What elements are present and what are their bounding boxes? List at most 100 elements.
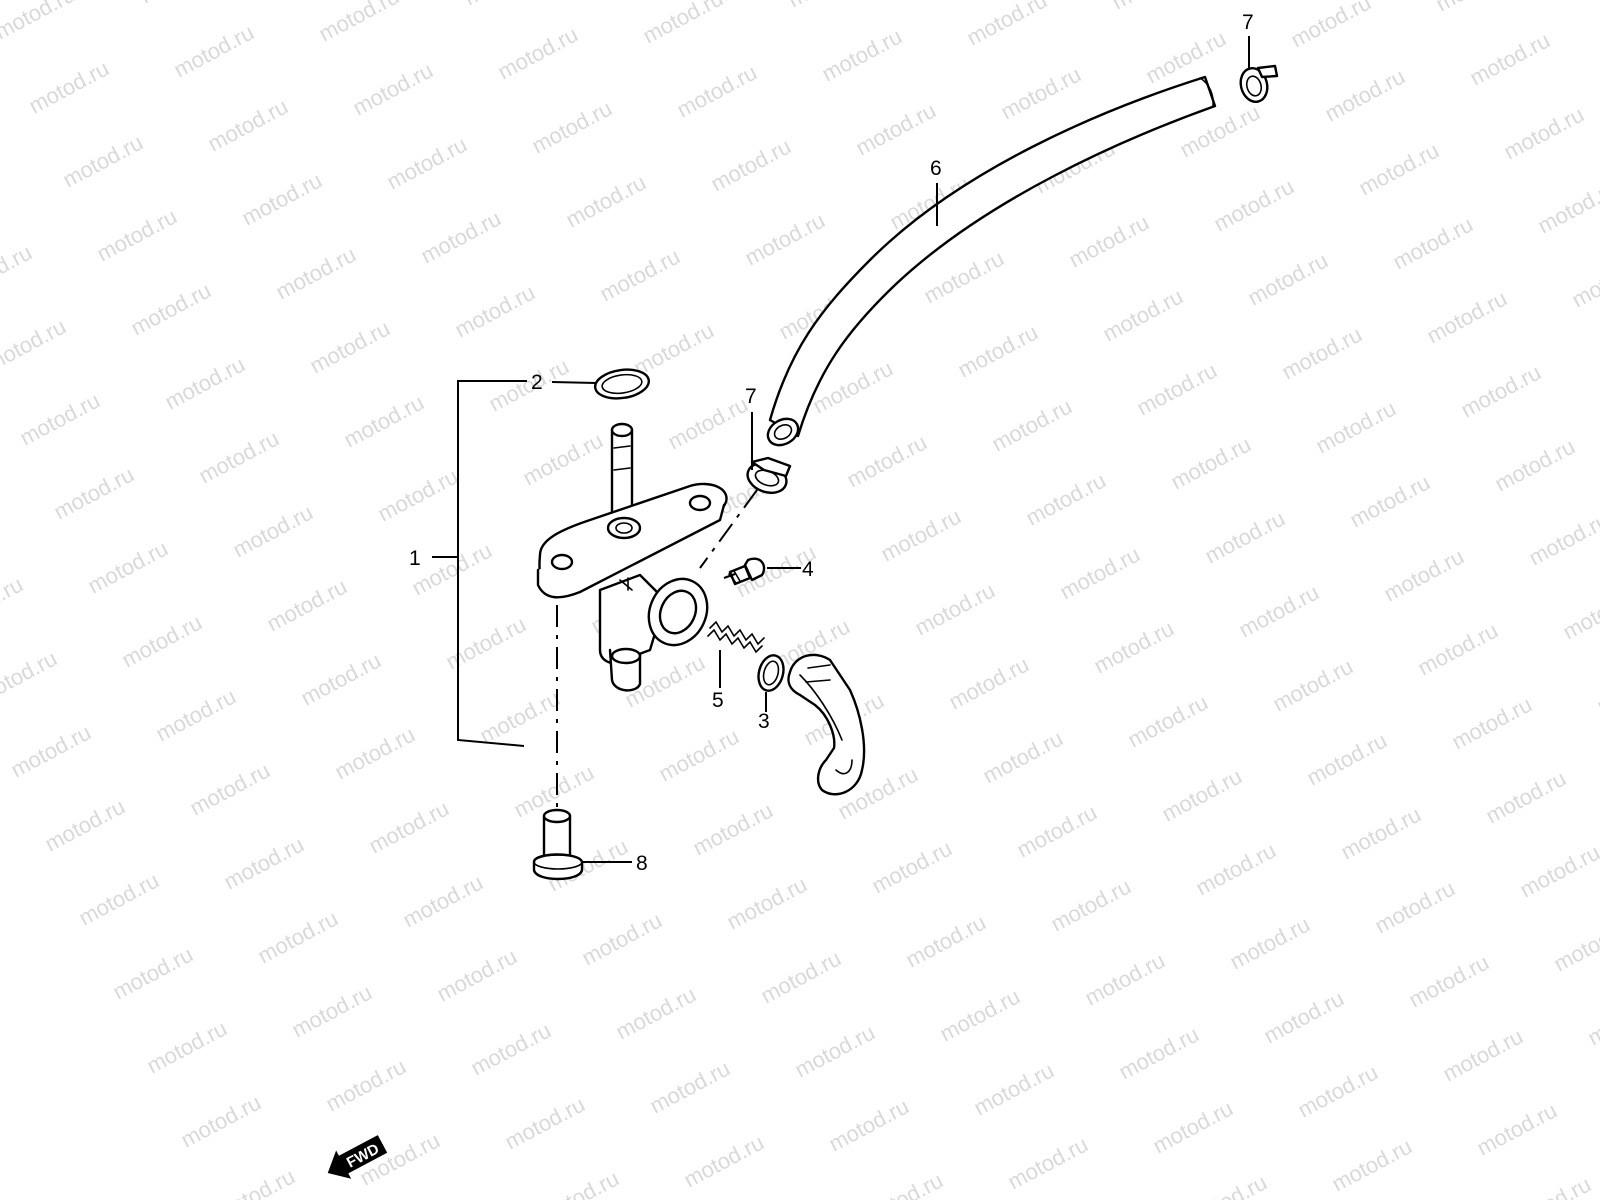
watermark-text: motod.ru [655,724,743,787]
watermark-text: motod.ru [50,462,138,525]
spring [707,620,765,654]
watermark-text: motod.ru [1371,876,1459,939]
watermark-text: motod.ru [204,94,292,157]
watermark-text: motod.ru [612,982,700,1045]
watermark-text: motod.ru [93,204,181,267]
watermark-text: motod.ru [315,0,403,46]
watermark-text: motod.ru [852,98,940,161]
assembly-lines [556,489,758,808]
callout-7-top: 7 [1242,11,1254,34]
watermark-text: motod.ru [1149,1096,1237,1159]
watermark-text: motod.ru [784,0,872,12]
watermark-text: motod.ru [630,318,718,381]
watermark-text: motod.ru [1355,138,1443,201]
watermark-text: motod.ru [825,1094,913,1157]
watermark-text: motod.ru [1550,914,1600,977]
watermark-text: motod.ru [979,726,1067,789]
watermark-text: motod.ru [1525,508,1600,571]
watermark-text: motod.ru [1124,690,1212,753]
watermark-text: motod.ru [741,208,829,271]
watermark-text: motod.ru [1584,988,1600,1051]
watermark-text: motod.ru [920,246,1008,309]
watermark-text: motod.ru [1337,802,1425,865]
watermark-text: motod.ru [109,942,197,1005]
hose-clamp-top [1239,64,1279,103]
watermark-text: motod.ru [562,170,650,233]
watermark-text: motod.ru [272,242,360,305]
watermark-text: motod.ru [843,430,931,493]
watermark-text: motod.ru [417,206,505,269]
watermark-text: motod.ru [186,758,274,821]
watermark-text: motod.ru [494,22,582,85]
callout-4: 4 [802,558,814,581]
watermark-text: motod.ru [467,1018,555,1081]
watermark-text: motod.ru [211,1164,299,1200]
watermark-text: motod.ru [59,130,147,193]
watermark-text: motod.ru [263,574,351,637]
watermark-text: motod.ru [1158,764,1246,827]
watermark-text: motod.ru [485,354,573,417]
watermark-text: motod.ru [578,908,666,971]
watermark-text: motod.ru [1142,26,1230,89]
watermark-text: motod.ru [1516,840,1600,903]
watermark-text: motod.ru [963,0,1051,50]
watermark-text: motod.ru [868,836,956,899]
watermark-text: motod.ru [25,56,113,119]
watermark-text: motod.ru [1448,692,1536,755]
watermark-text: motod.ru [1534,176,1600,239]
watermark-text: motod.ru [1466,28,1554,91]
callouts: 1 2 3 4 5 6 7 7 8 [409,11,1254,875]
watermark-text: motod.ru [997,62,1085,125]
fuel-hose [766,75,1217,447]
watermark-text: motod.ru [535,1166,623,1200]
watermark-text: motod.ru [1108,0,1196,14]
callout-2: 2 [531,371,543,394]
watermark-text: motod.ru [118,610,206,673]
screw [728,557,766,586]
watermark-text: motod.ru [1056,542,1144,605]
watermark-text: motod.ru [1235,580,1323,643]
watermark-text: motod.ru [161,352,249,415]
watermark-text: motod.ru [911,578,999,641]
watermark-text: motod.ru [349,58,437,121]
watermark-text: motod.ru [1389,212,1477,275]
watermark-text: motod.ru [408,538,496,601]
watermark-text: motod.ru [1244,248,1332,311]
watermark-text: motod.ru [0,646,61,709]
watermark-text: motod.ru [331,722,419,785]
watermark-text: motod.ru [288,980,376,1043]
watermark-text: motod.ru [791,1020,879,1083]
watermark-text: motod.ru [433,944,521,1007]
watermark-text: motod.ru [1473,1098,1561,1161]
watermark-text: motod.ru [143,1016,231,1079]
watermark-text: motod.ru [0,0,79,44]
callout-6: 6 [930,157,942,180]
watermark-text: motod.ru [136,0,224,8]
watermark-text: motod.ru [723,872,811,935]
watermark-text: motod.ru [936,984,1024,1047]
watermark-text: motod.ru [1192,838,1280,901]
watermark-text: motod.ru [1500,102,1588,165]
watermark-text: motod.ru [1321,64,1409,127]
watermark-text: motod.ru [1090,616,1178,679]
watermark-text: motod.ru [1287,0,1375,52]
callout-1: 1 [409,547,421,570]
watermark-text: motod.ru [383,132,471,195]
watermark-text: motod.ru [442,612,530,675]
watermark-text: motod.ru [0,314,70,377]
watermark-text: motod.ru [177,1090,265,1153]
watermark-text: motod.ru [859,1168,947,1200]
watermark-text: motod.ru [528,96,616,159]
watermark-text: motod.ru [399,870,487,933]
watermark-text: motod.ru [1047,874,1135,937]
watermark-text: motod.ru [902,910,990,973]
watermark-text: motod.ru [297,648,385,711]
watermark-text: motod.ru [1065,210,1153,273]
watermark-text: motod.ru [945,652,1033,715]
watermark-text: motod.ru [16,388,104,451]
watermark-text: motod.ru [673,60,761,123]
watermark-text: motod.ru [1210,174,1298,237]
watermark-text: motod.ru [1559,582,1600,645]
watermark-text: motod.ru [519,428,607,491]
